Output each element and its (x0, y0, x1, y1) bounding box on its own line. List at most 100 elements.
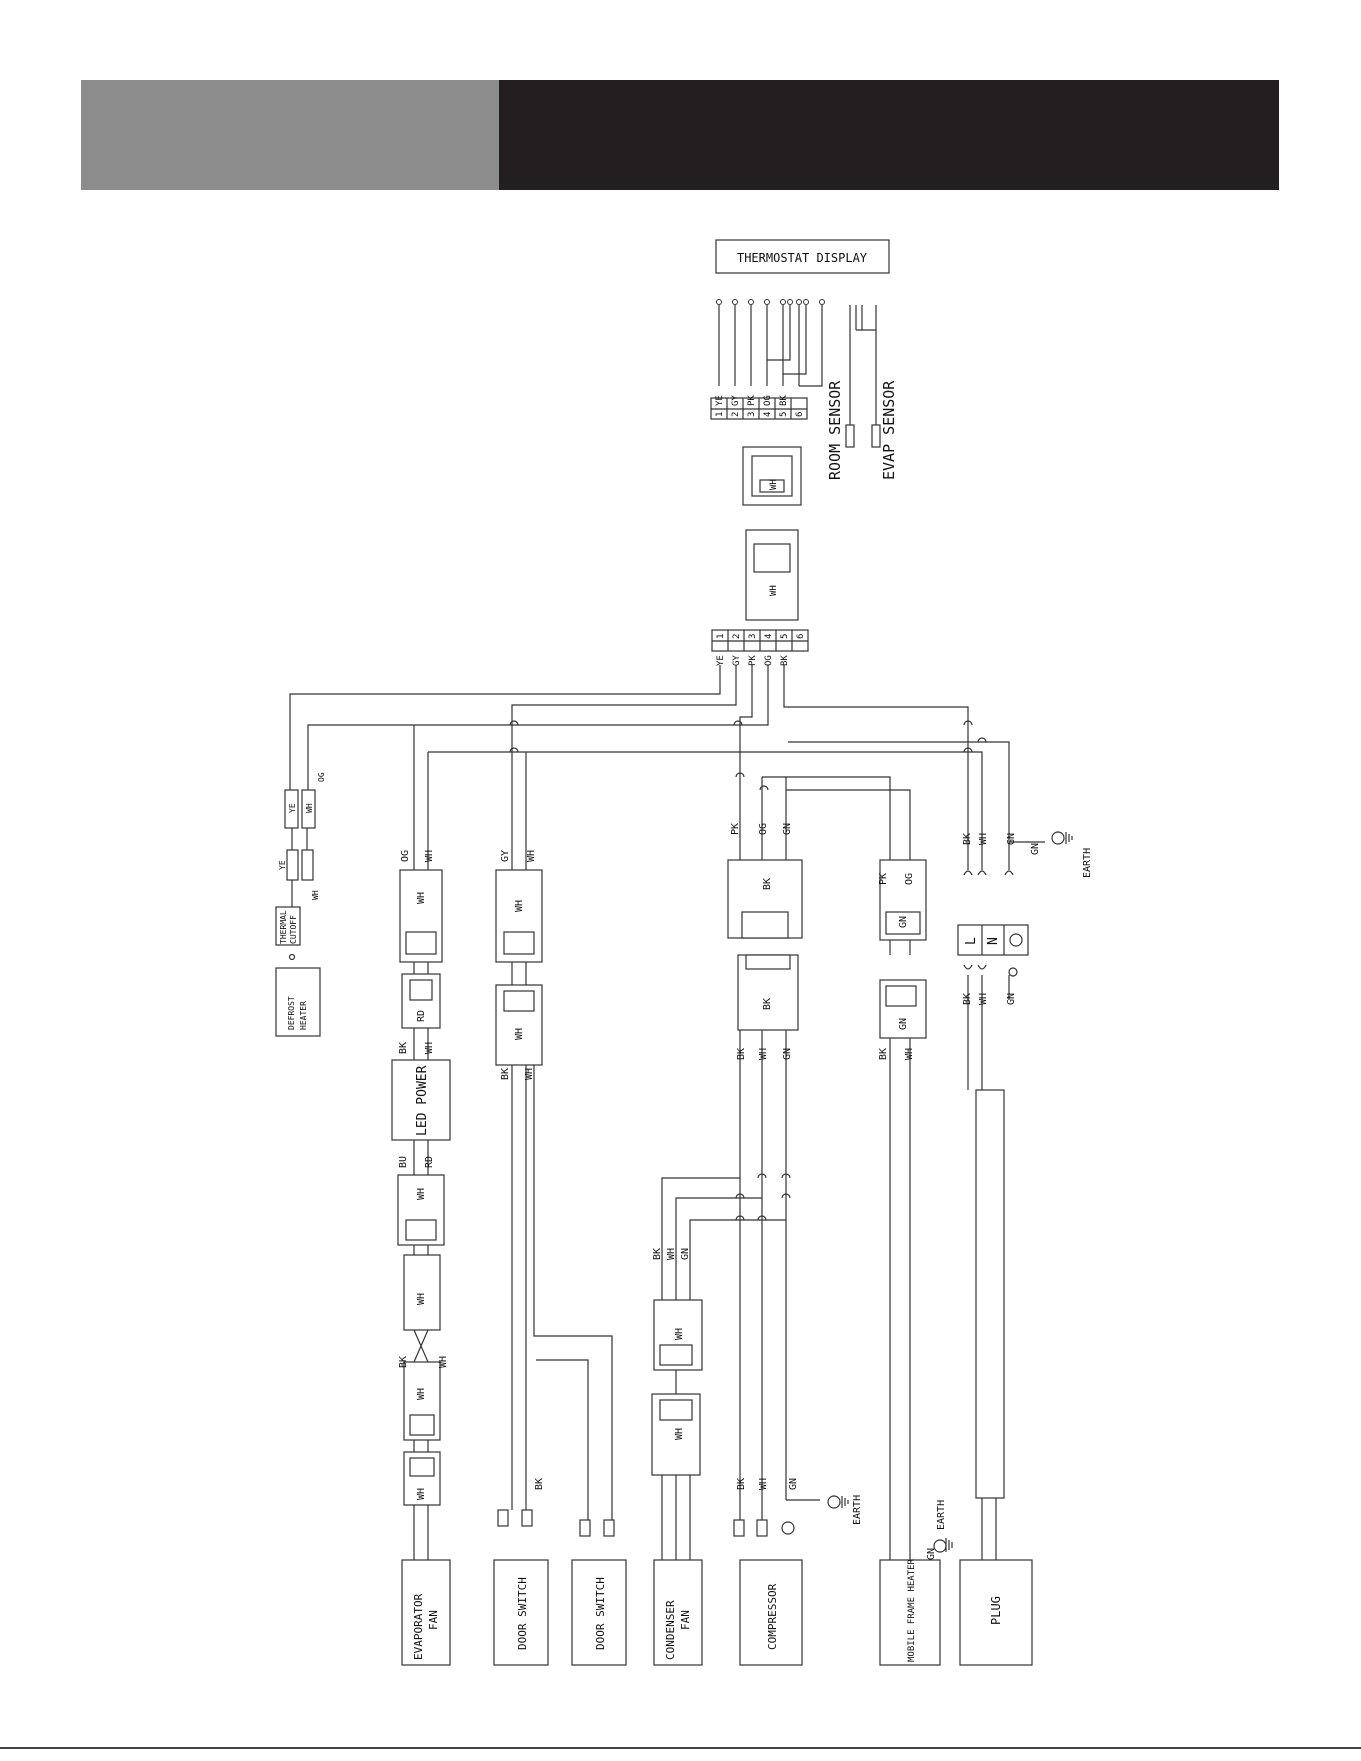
evaporator-fan-box (401, 1559, 451, 1666)
evap-sensor-probe (871, 424, 881, 448)
evap-sensor-label: EVAP SENSOR (880, 380, 898, 480)
thermal-cutoff-connector-b (301, 849, 314, 881)
mullion-gn: GN (926, 1548, 937, 1560)
upper-wire-3: PK (747, 395, 757, 406)
door-conn1-color: WH (514, 900, 525, 912)
main-wire-3: PK (748, 655, 758, 666)
compressor-label: COMPRESSOR (766, 1583, 779, 1650)
earth-symbols (841, 832, 1073, 1552)
upper-wire-1: YE (715, 395, 725, 406)
mullion-conn1-color: GN (898, 916, 909, 928)
power-cord-sheath (975, 1089, 1005, 1499)
plug-box (959, 1559, 1033, 1666)
compressor-connectors (651, 859, 841, 1666)
led-conn3-color: WH (416, 1188, 427, 1200)
led-low-bu: BU (398, 1156, 409, 1168)
led-conn1-color: WH (416, 892, 427, 904)
door-wire-bottom: BK (534, 1478, 545, 1490)
condenser-fan-line2: FAN (679, 1610, 692, 1630)
mullion-top-pk: PK (878, 873, 889, 885)
room-sensor-probe (845, 424, 855, 448)
main-pin-5: 5 (780, 634, 790, 639)
cond-fan-wire-gn: GN (680, 1248, 691, 1260)
thermostat-upper-conn-color: WH (769, 479, 779, 490)
compressor-wire-bk: BK (736, 1478, 747, 1490)
comp-top-og: OG (758, 823, 769, 835)
led-power-label: LED POWER (415, 1065, 430, 1136)
power-wires (967, 841, 1045, 1560)
mullion-wire-bk: BK (878, 1048, 889, 1060)
defrost-heater-box (275, 967, 321, 1037)
comp-top-gn: GN (782, 823, 793, 835)
led-low-rd: RD (424, 1156, 435, 1168)
defrost-small-wh: WH (311, 890, 320, 900)
mullion-connectors (879, 859, 947, 1666)
door-switch-2-box (571, 1559, 627, 1666)
defrost-conn-og: OG (317, 772, 326, 782)
compressor-wire-wh: WH (758, 1478, 769, 1490)
comp-wire-gn: GN (782, 1048, 793, 1060)
header-left-band (81, 80, 499, 190)
thermostat-display-box (715, 239, 890, 274)
footer-rule (0, 1747, 1361, 1749)
upper-pin-5: 5 (779, 412, 789, 417)
main-pin-4: 4 (764, 634, 774, 639)
power-bottom-gn: GN (1006, 993, 1017, 1005)
thermal-cutoff-box (275, 906, 301, 946)
defrost-conn-ye: YE (288, 803, 297, 813)
power-top-bk: BK (962, 833, 973, 845)
defrost-heater-line1: DEFROST (287, 996, 296, 1030)
main-pin-3: 3 (748, 634, 758, 639)
cond-fan-wire-wh: WH (666, 1248, 677, 1260)
thermostat-title: THERMOSTAT DISPLAY (737, 251, 868, 265)
led-conn5-color: WH (416, 1388, 427, 1400)
compressor-box (739, 1559, 803, 1666)
power-bottom-bk: BK (962, 993, 973, 1005)
power-earth-wire: GN (1030, 843, 1041, 855)
door-switch-1-box (493, 1559, 549, 1666)
thermal-cutoff-line2: CUTOFF (289, 915, 298, 944)
main-harness-connector (745, 529, 799, 621)
mullion-heater-label: MOBILE FRAME HEATER (907, 1558, 917, 1662)
power-top-wh: WH (978, 833, 989, 845)
door-connectors (493, 869, 627, 1666)
defrost-conn-wh: WH (305, 803, 314, 813)
power-top-gn: GN (1006, 833, 1017, 845)
compressor-earth: EARTH (852, 1495, 863, 1525)
upper-wire-2: GY (731, 395, 741, 406)
led-conn2-color: RD (416, 1010, 427, 1022)
upper-pin-3: 3 (747, 412, 757, 417)
cond-fan-conn1-color: WH (674, 1328, 685, 1340)
wire-crossovers (509, 720, 987, 791)
comp-wire-wh: WH (758, 1048, 769, 1060)
main-wire-1: YE (716, 655, 726, 666)
door-wire-wh: WH (524, 1068, 535, 1080)
power-terminals (957, 831, 1065, 1666)
upper-pin-6: 6 (795, 412, 805, 417)
power-bottom-wh: WH (978, 993, 989, 1005)
led-chain-wires (413, 962, 429, 1560)
door-switch-2-label: DOOR SWITCH (594, 1577, 607, 1650)
terminal-l: L (964, 937, 979, 945)
plug-label: PLUG (989, 1596, 1003, 1625)
upper-pin-1: 1 (715, 412, 725, 417)
door-top-gy: GY (500, 850, 511, 862)
thermal-cutoff-connector-a (286, 849, 299, 881)
main-pin-6: 6 (796, 634, 806, 639)
cond-fan-wire-bk: BK (652, 1248, 663, 1260)
led-top-wh: WH (424, 850, 435, 862)
thermostat-leads (718, 305, 877, 425)
upper-wire-4: OG (763, 395, 773, 406)
upper-wire-5: BK (779, 395, 789, 406)
thermostat-lead-ends (716, 299, 825, 305)
compressor-wire-gn: GN (788, 1478, 799, 1490)
led-chain-connectors (391, 869, 451, 1666)
fan-wire-wh: WH (438, 1356, 449, 1368)
upper-pin-2: 2 (731, 412, 741, 417)
upper-pin-4: 4 (763, 412, 773, 417)
defrost-connector-b (301, 789, 316, 829)
power-earth: EARTH (1082, 848, 1093, 878)
main-wire-2: GY (732, 655, 742, 666)
evaporator-fan-line2: FAN (427, 1610, 440, 1630)
